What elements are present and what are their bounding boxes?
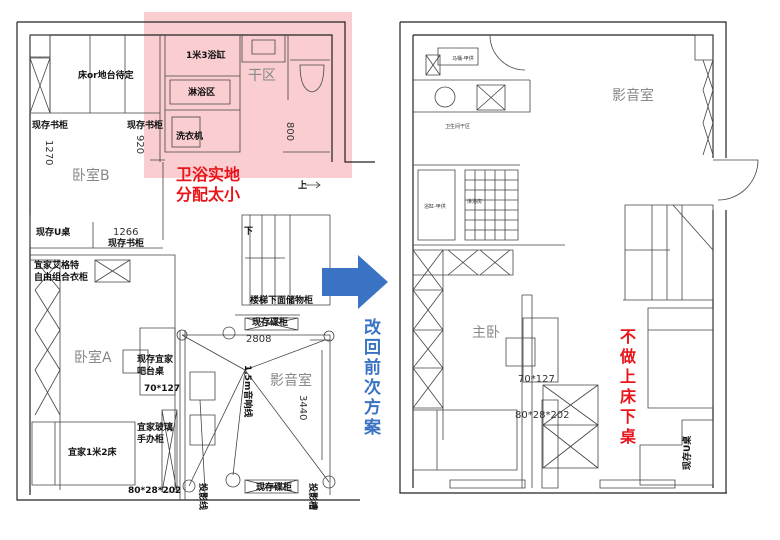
- annotation-char: 桌: [620, 427, 636, 446]
- u-desk-label: 现存U桌: [681, 435, 693, 470]
- shower-room-label: 淋浴房: [467, 198, 482, 205]
- figure-cabinet-label: 手办柜: [137, 433, 164, 445]
- disc-cabinet-label: 现存碟柜: [256, 481, 292, 493]
- bookcase-label: 现存书柜: [108, 237, 144, 249]
- annotation-char: 做: [619, 347, 637, 366]
- arrow-caption-char: 次: [364, 377, 381, 398]
- stair-storage-label: 楼梯下面储物柜: [250, 294, 313, 306]
- dry-zone-label: 干区: [248, 68, 276, 84]
- cabinet-size-label: 80*28*202: [515, 410, 570, 421]
- disc-cabinet-label: 现存碟柜: [252, 316, 288, 328]
- annotation-line-2: 分配太小: [176, 185, 240, 204]
- wardrobe-label: 宜家艾格特: [34, 259, 79, 271]
- annotation-char: 下: [620, 407, 636, 426]
- table-size-label: 70*127: [518, 374, 555, 385]
- toilet-label: 马桶-甲供: [452, 55, 474, 62]
- media-room-label: 影音室: [270, 372, 312, 389]
- master-bedroom-label: 主卧: [472, 325, 500, 341]
- shower-label: 淋浴区: [188, 86, 215, 98]
- speaker-wire-label: 1.5m音响线: [242, 365, 254, 417]
- dimension-3440: 3440: [297, 395, 308, 420]
- figure-cabinet-label: 宜家玻璃: [137, 421, 173, 433]
- bookcase-label: 现存书柜: [32, 119, 68, 131]
- projector-wire-label: 投影线: [197, 483, 209, 510]
- annotation-line-1: 卫浴实地: [176, 165, 240, 184]
- cabinet-size: 80*28*202: [128, 486, 181, 496]
- bar-table-label: 吧台桌: [137, 365, 165, 377]
- dimension-1266: 1266: [113, 227, 138, 238]
- annotation-char: 不: [620, 327, 636, 346]
- bar-table-label: 现存宜家: [137, 353, 174, 365]
- bed-or-platform-label: 床or地台待定: [78, 69, 135, 81]
- bed-label: 宜家1米2床: [68, 446, 118, 458]
- bath-dry-zone-label: 卫生间干区: [445, 123, 470, 130]
- arrow-caption-char: 改: [364, 317, 382, 338]
- bathtub-label: 1米3浴缸: [186, 49, 226, 61]
- arrow-caption-char: 前: [364, 357, 381, 378]
- dimension-800: 800: [284, 122, 295, 141]
- stairs-up-label: 上: [298, 179, 307, 191]
- annotation-char: 上: [620, 367, 636, 386]
- arrow-caption-char: 回: [364, 338, 381, 358]
- media-room-label: 影音室: [612, 87, 654, 104]
- bathtub-label: 浴缸-甲供: [424, 203, 446, 210]
- right-annotation: 不 做 上 床 下 桌: [619, 327, 637, 446]
- wardrobe-label: 自由组合衣柜: [34, 271, 88, 283]
- bookcase-label: 现存书柜: [127, 119, 163, 131]
- arrow-right-icon: [322, 255, 388, 309]
- dimension-1270: 1270: [43, 140, 54, 165]
- bedroom-b-label: 卧室B: [72, 167, 110, 184]
- stairs-down-label: 下: [244, 226, 253, 237]
- u-desk-label: 现存U桌: [36, 226, 71, 238]
- washer-label: 洗衣机: [176, 130, 203, 142]
- arrow-caption: 改 回 前 次 方 案: [363, 317, 382, 438]
- arrow-caption-char: 方: [364, 397, 381, 418]
- projector-slot-label: 投影槽: [307, 483, 319, 510]
- bathroom-highlight: [144, 12, 352, 178]
- annotation-char: 床: [620, 387, 637, 406]
- bedroom-a-label: 卧室A: [74, 349, 112, 366]
- arrow-caption-char: 案: [363, 417, 382, 438]
- dimension-2808: 2808: [246, 334, 271, 345]
- bar-table-size: 70*127: [144, 384, 180, 394]
- left-plan: [16, 12, 375, 501]
- dimension-920: 920: [134, 135, 145, 154]
- right-plan: [399, 21, 759, 494]
